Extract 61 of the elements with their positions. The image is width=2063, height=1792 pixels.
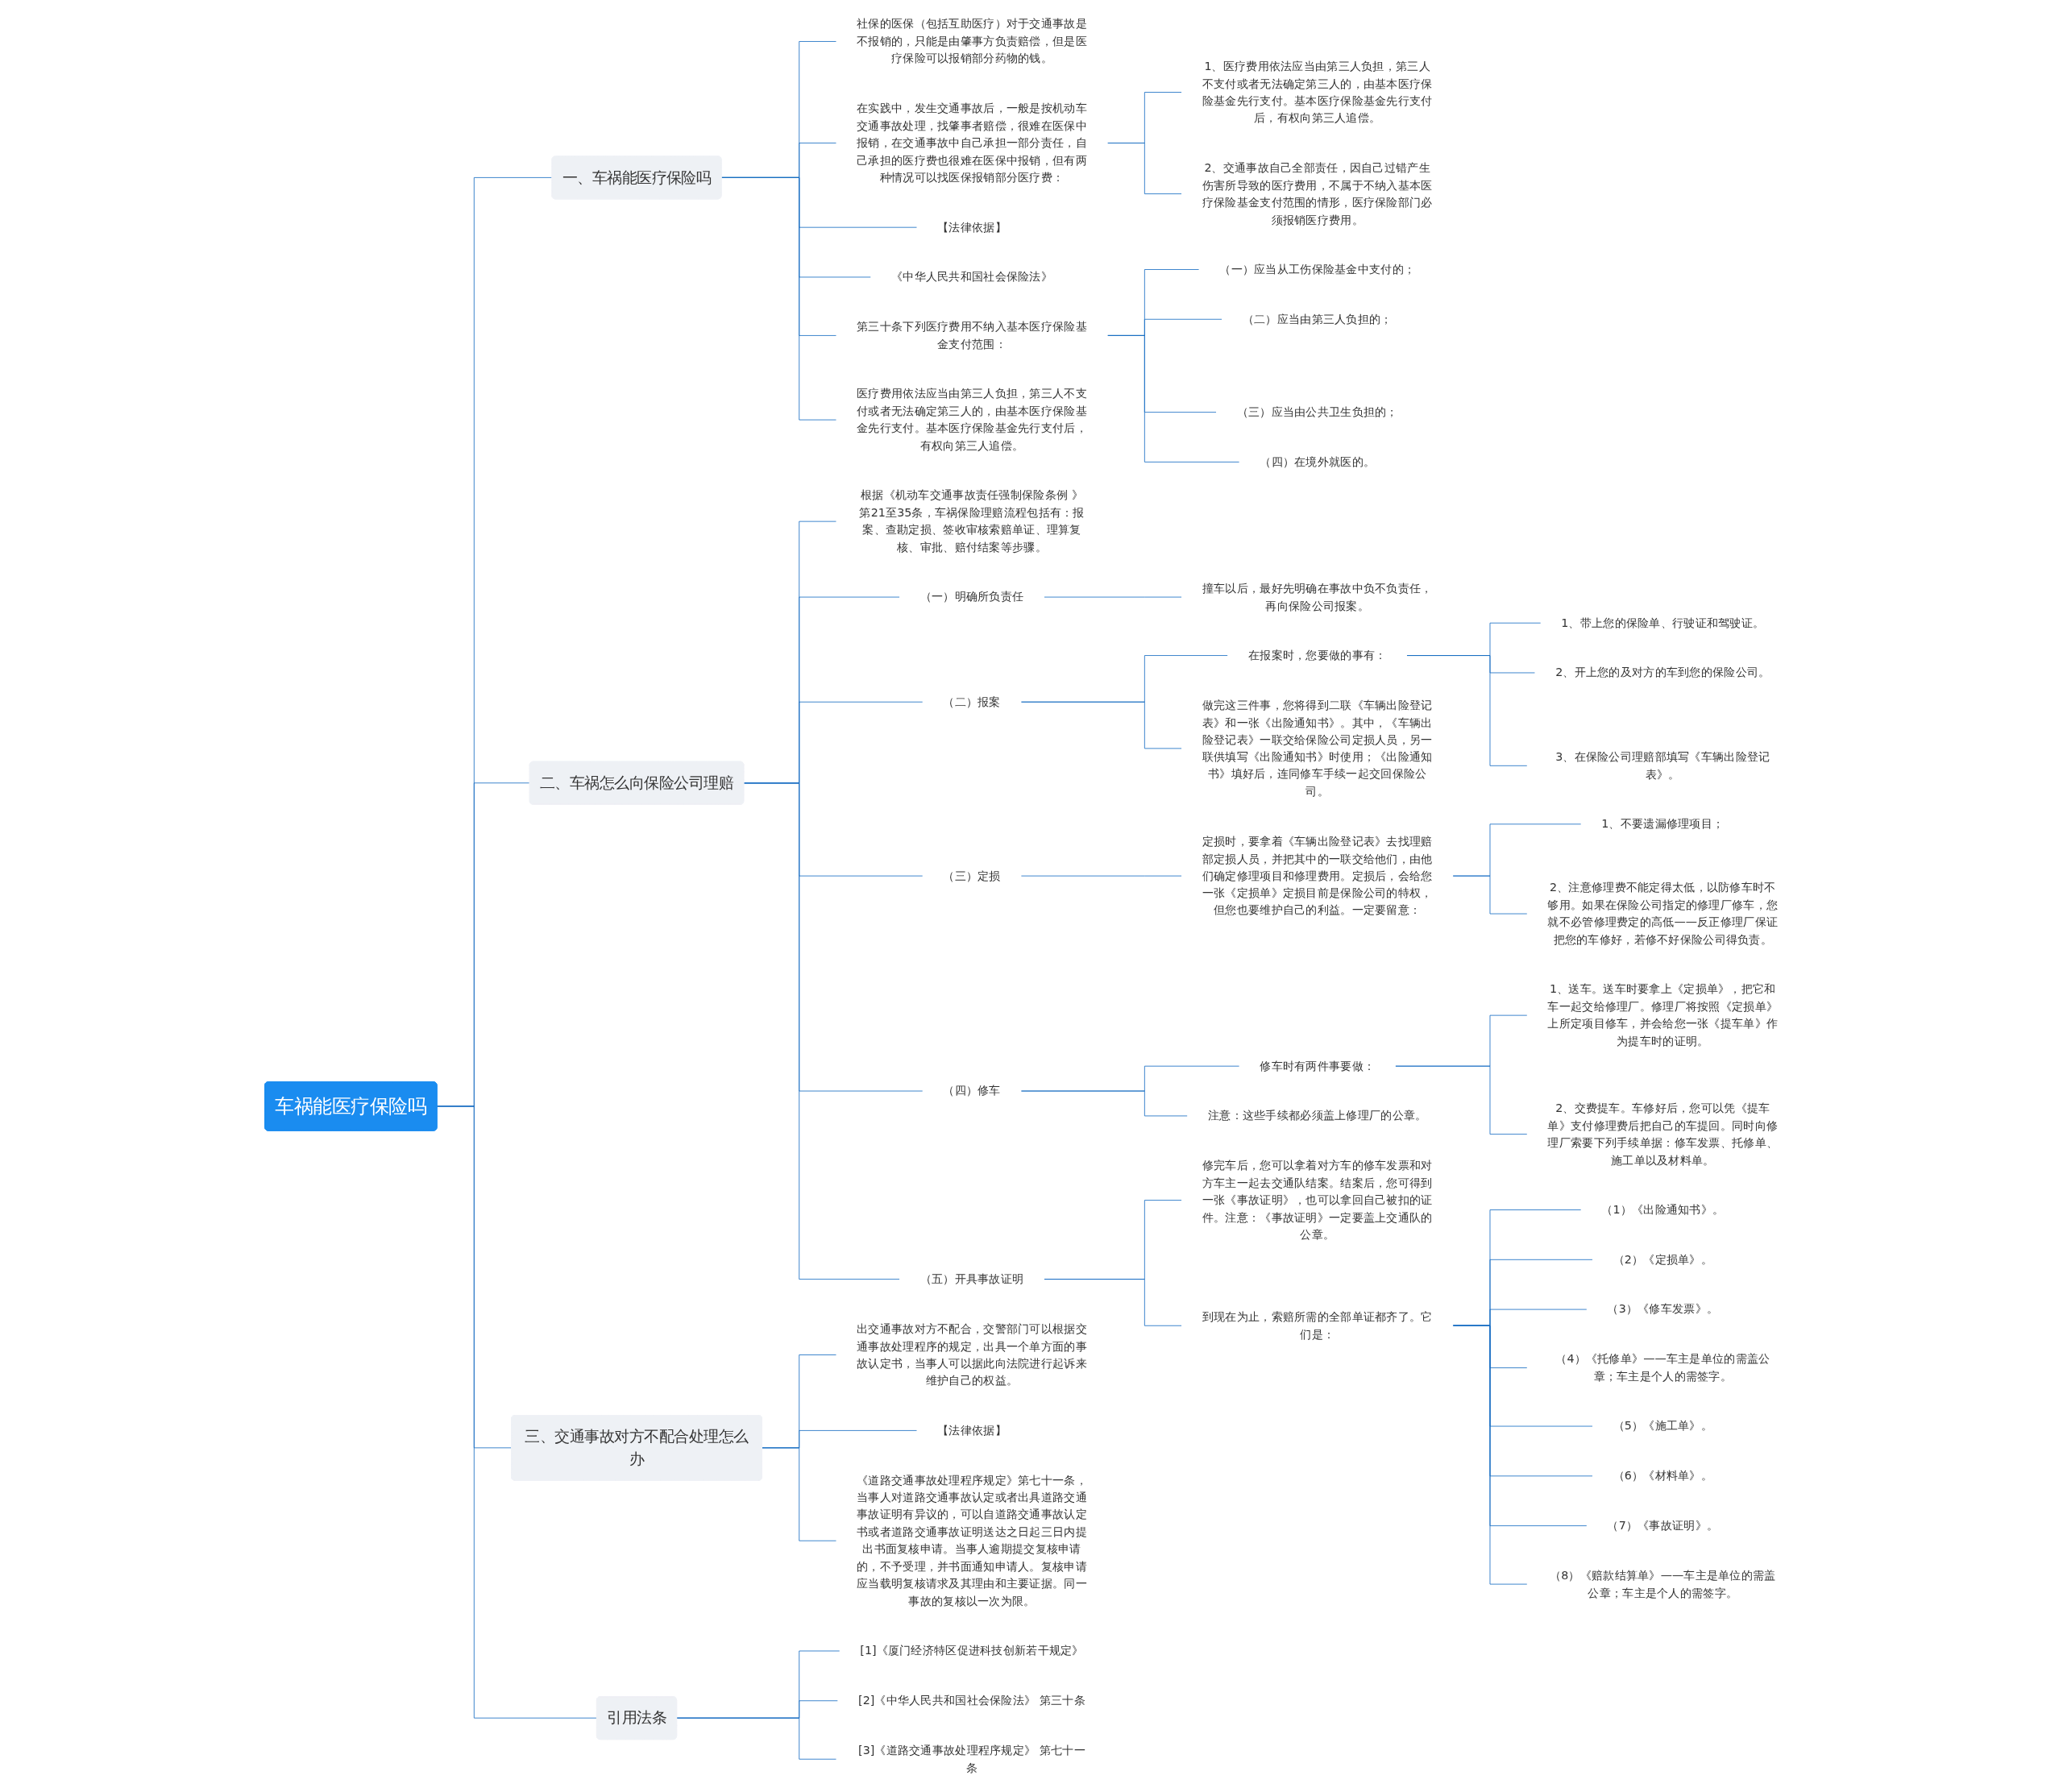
connector — [1452, 1325, 1528, 1585]
node-text: 3、在保险公司理赔部填写《车辆出险登记表》。 — [1555, 749, 1770, 781]
node-text: （6）《材料单》。 — [1613, 1468, 1712, 1483]
node-text: （五）开具事故证明 — [919, 1271, 1024, 1286]
connector — [743, 782, 900, 1280]
node-text: 1、送车。送车时要拿上《定损单》，把它和车一起交给修理厂。修理厂将按照《定损单》上所定项目修车，并会给您一张《提车单》作为提车时的证明。 — [1547, 981, 1779, 1048]
node-text: 注意：这些手续都必须盖上修理厂的公章。 — [1207, 1108, 1427, 1122]
connector — [1106, 335, 1240, 463]
node-text: 社保的医保（包括互助医疗）对于交通事故是不报销的，只能是由肇事方负责赔偿，但是医疗保险可以报销部分药物的钱。 — [857, 17, 1087, 65]
node-text: 在实践中，发生交通事故后，一般是按机动车交通事故处理，找肇事者赔偿，很难在医保中报销，在交通事故中自己承担一部分责任，自己承担的医疗费也很难在医保中报销，但有两种情况可以找医保报销部分医疗费： — [857, 101, 1087, 185]
node-text: （二）报案 — [943, 695, 1001, 708]
node-text: （三）定损 — [943, 869, 1001, 882]
connector — [1106, 143, 1182, 194]
node-text: 修车时有两件事要做： — [1260, 1059, 1376, 1072]
node-text: （四）在境外就医的。 — [1260, 454, 1376, 469]
node-text: 医疗费用依法应当由第三人负担，第三人不支付或者无法确定第三人的，由基本医疗保险基金先行支付。基本医疗保险基金先行支付后，有权向第三人追偿。 — [857, 386, 1087, 452]
node-text: 做完这三件事，您将得到二联《车辆出险登记表》和一张《出险通知书》。其中，《车辆出险登记表》一联交给保险公司定损人员，另一联供填写《出险通知书》时使用；《出险通知书》填好后，连同修车手续一起交回保险公司。 — [1202, 698, 1433, 799]
node-text: （4）《托修单》——车主是单位的需盖公章；车主是个人的需签字。 — [1555, 1351, 1770, 1383]
connector — [1406, 655, 1528, 766]
node-text: （3）《修车发票》。 — [1607, 1302, 1719, 1316]
connector — [1020, 701, 1182, 749]
node-text: [3]《道路交通事故处理程序规定》 第七十一条 — [858, 1743, 1086, 1774]
node-text: （三）应当由公共卫生负担的； — [1236, 404, 1398, 419]
connector — [676, 1717, 837, 1760]
node-text: 《道路交通事故处理程序规定》第七十一条，当事人对道路交通事故认定或者出具道路交通事故证明有异议的，可以自道路交通事故认定书或者道路交通事故证明送达之日起三日内提出书面复核申请。当事人逾期提交复核申请的，不予受理，并书面通知申请人。复核申请应当载明复核请求及其理由和主要证据。同一事故的复核以一次为限。 — [857, 1473, 1087, 1607]
connector — [720, 177, 837, 421]
node-text: [1]《厦门经济特区促进科技创新若干规定》 — [860, 1643, 1084, 1657]
node-text: 2、开上您的及对方的车到您的保险公司。 — [1555, 665, 1770, 679]
node-text: （8）《赔款结算单》——车主是单位的需盖公章；车主是个人的需签字。 — [1550, 1568, 1776, 1599]
connector — [436, 1105, 597, 1719]
node-text: 定损时，要拿着《车辆出险登记表》去找理赔部定损人员，并把其中的一联交给他们，由他们确定修理项目和修理费用。定损后，会给您一张《定损单》定损目前是保险公司的特权，但您也要维护自己的利益。一定要留意： — [1202, 834, 1433, 917]
node-text: 【法律依据】 — [937, 1423, 1007, 1437]
node-text: （二）应当由第三人负担的； — [1242, 312, 1393, 326]
node-text: （一）明确所负责任 — [919, 590, 1024, 604]
node-text: [2]《中华人民共和国社会保险法》 第三十条 — [858, 1693, 1086, 1707]
node-text: （一）应当从工伤保险基金中支付的； — [1219, 262, 1416, 276]
node-text: 2、交费提车。车修好后，您可以凭《提车单》支付修理费后把自己的车提回。同时向修理厂索要下列手续单据：修车发票、托修单、施工单以及材料单。 — [1547, 1101, 1779, 1167]
node-text: （四）修车 — [943, 1084, 1001, 1097]
node-text: 2、交通事故自己全部责任，因自己过错产生伤害所导致的医疗费用，不属于不纳入基本医疗保险基金支付范围的情形，医疗保险部门必须报销医疗费用。 — [1202, 160, 1433, 226]
node-text: 出交通事故对方不配合，交警部门可以根据交通事故处理程序的规定，出具一个单方面的事故认定书，当事人可以据此向法院进行起诉来维护自己的权益。 — [857, 1321, 1087, 1388]
node-text: 修完车后，您可以拿着对方车的修车发票和对方车主一起去交通队结案。结案后，您可得到一张《事故证明》，也可以拿回自己被扣的证件。注意：《事故证明》一定要盖上交通队的公章。 — [1202, 1158, 1433, 1242]
connector — [762, 1447, 837, 1541]
node-text: 第三十条下列医疗费用不纳入基本医疗保险基金支付范围： — [857, 319, 1087, 351]
connector — [1044, 1279, 1182, 1326]
node-text: 1、不要遗漏修理项目； — [1601, 816, 1725, 831]
connector — [1394, 1065, 1528, 1135]
connector — [1452, 875, 1528, 915]
node-text: （2）《定损单》。 — [1613, 1252, 1712, 1267]
connector — [1020, 1090, 1189, 1117]
node-text: （5）《施工单》。 — [1613, 1419, 1712, 1433]
node-text: 《中华人民共和国社会保险法》 — [891, 269, 1053, 284]
node-text: 在报案时，您要做的事有： — [1247, 648, 1387, 662]
node-text: （1）《出险通知书》。 — [1601, 1202, 1725, 1217]
node-text: 撞车以后，最好先明确在事故中负不负责任，再向保险公司报案。 — [1202, 581, 1433, 612]
node-text: 1、医疗费用依法应当由第三人负担，第三人不支付或者无法确定第三人的，由基本医疗保险基金先行支付。基本医疗保险基金先行支付后，有权向第三人追偿。 — [1202, 59, 1433, 125]
node-text: 【法律依据】 — [937, 220, 1007, 234]
node-text: 1、带上您的保险单、行驶证和驾驶证。 — [1561, 616, 1765, 629]
node-text: （7）《事故证明》。 — [1607, 1518, 1719, 1533]
node-text: 到现在为止，索赔所需的全部单证都齐了。它们是： — [1202, 1309, 1433, 1341]
node-text: 根据《机动车交通事故责任强制保险条例 》第21至35条，车祸保险理赔流程包括有：报案、查勘定损、签收审核索赔单证、理算复核、审批、赔付结案等步骤。 — [859, 487, 1085, 554]
node-text: 2、注意修理费不能定得太低，以防修车时不够用。如果在保险公司指定的修理厂修车，您就不必管修理费定的高低——反正修理厂保证把您的车修好，若修不好保险公司得负责。 — [1547, 880, 1779, 946]
